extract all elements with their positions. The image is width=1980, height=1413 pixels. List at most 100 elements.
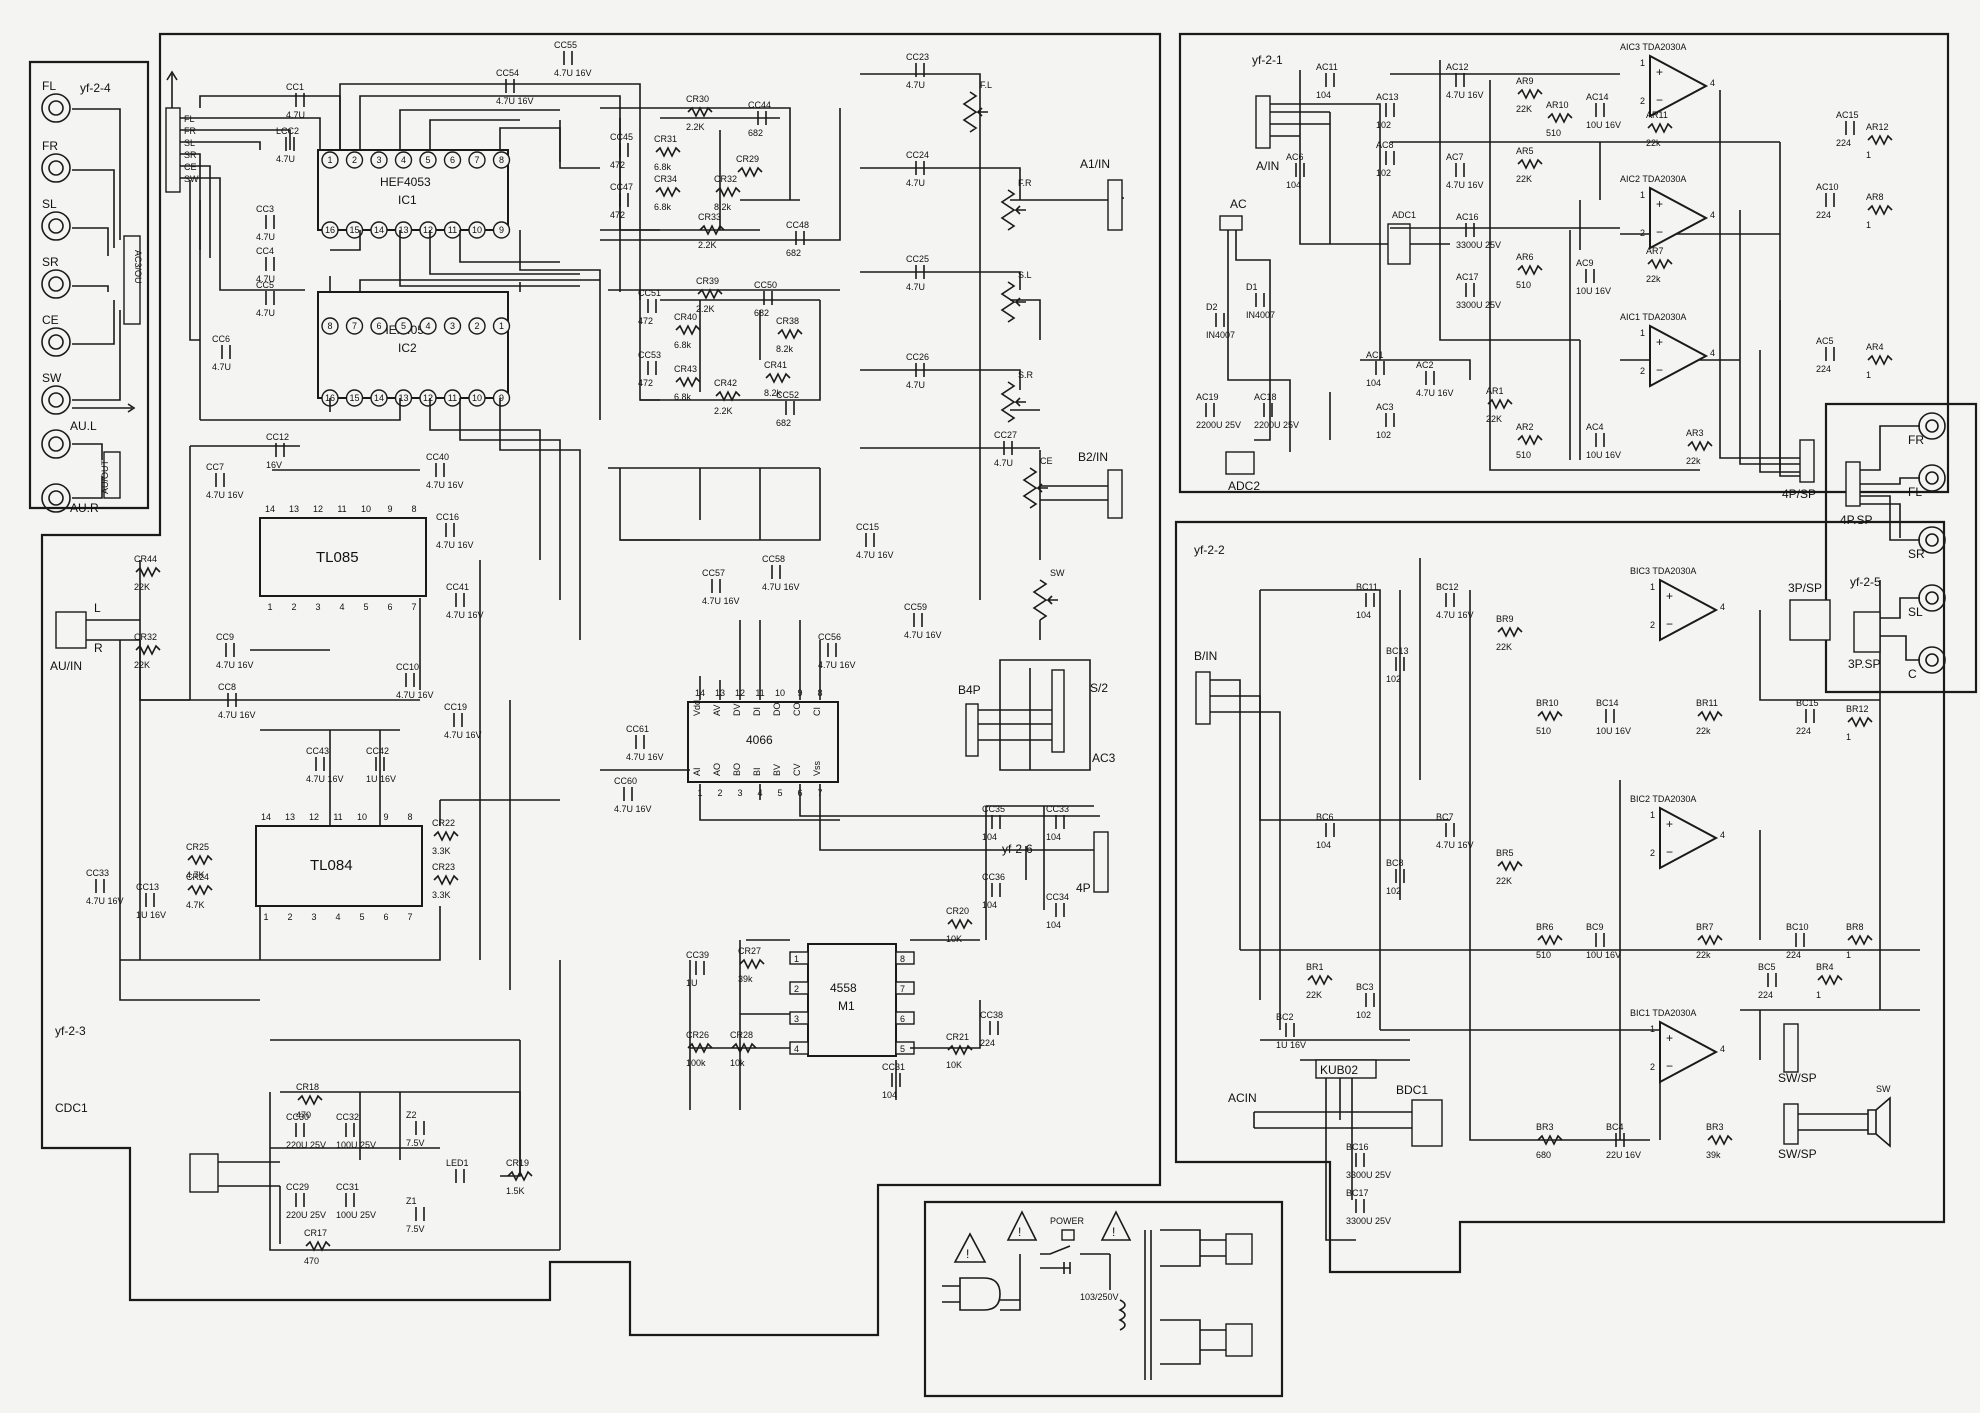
part-value: 104 <box>1046 920 1061 930</box>
ic-pin-number: 5 <box>363 602 368 612</box>
part-value: 510 <box>1536 726 1551 736</box>
part-ref: CC35 <box>982 804 1005 814</box>
jack-label: FL <box>1908 485 1922 499</box>
ic-pin <box>345 317 364 335</box>
part-ref: CC32 <box>336 1112 359 1122</box>
part-value: 4.7U 16V <box>496 96 534 106</box>
ic-pin-number: 8 <box>327 321 332 331</box>
capacitor-icon <box>757 111 767 125</box>
ic-pin-number: 7 <box>900 984 905 994</box>
resistor-icon <box>947 1044 973 1056</box>
rca-jack-inner-icon <box>48 218 64 234</box>
label-4p-sp: 4P/SP <box>1782 487 1816 501</box>
capacitor-icon <box>563 51 573 65</box>
filter-cluster-c <box>608 467 821 541</box>
connector-kub02 <box>1315 1059 1377 1079</box>
jack-label: SR <box>42 255 59 269</box>
ic-interconnect <box>200 83 641 640</box>
connector-4p-sp-jack <box>1845 461 1861 507</box>
part-value: 4.7U 16V <box>218 710 256 720</box>
ic-pin-number: 4 <box>401 155 406 165</box>
part-value: 22U 16V <box>1606 1150 1641 1160</box>
power-switch[interactable] <box>1061 1229 1075 1241</box>
ic-pin-number: 10 <box>775 688 785 698</box>
label-b2-in: B2/IN <box>1078 450 1108 464</box>
part-value: 224 <box>1758 990 1773 1000</box>
ic-pin <box>895 1011 915 1025</box>
amp-pin-number: 4 <box>1720 1044 1725 1054</box>
capacitor-icon <box>445 523 455 537</box>
part-ref: CC4 <box>256 246 274 256</box>
part-value: 10K <box>946 1060 962 1070</box>
amp-pin-number: 4 <box>1710 78 1715 88</box>
ic-pin-number: 4 <box>339 602 344 612</box>
ic-pin-name: AV <box>712 705 722 716</box>
part-ref: CC7 <box>206 462 224 472</box>
part-ref: AC8 <box>1376 140 1394 150</box>
part-ref: CC58 <box>762 554 785 564</box>
part-value: 472 <box>610 210 625 220</box>
part-value: 22k <box>1696 726 1711 736</box>
resistor-icon <box>507 1170 533 1182</box>
ic-pin-name: DI <box>752 707 762 716</box>
potentiometer-icon <box>1032 579 1048 621</box>
switch-connectors: B4P S/2 AC3 <box>958 659 1116 771</box>
ic-pin <box>492 221 511 239</box>
ic-pin-number: 11 <box>333 812 342 822</box>
ic-pin-number: 9 <box>499 225 504 235</box>
rca-jack-inner-icon <box>1925 471 1939 485</box>
amp-pin-number: 2 <box>1650 620 1655 630</box>
part-value: 4.7U <box>276 154 295 164</box>
jack-label: CE <box>42 313 59 327</box>
capacitor-icon <box>1355 1199 1365 1213</box>
part-value: 4.7U 16V <box>426 480 464 490</box>
ic-pin-number: 2 <box>717 788 722 798</box>
label-au-in: AU/IN <box>50 659 82 673</box>
jack-label: SR <box>1908 547 1925 561</box>
part-ref: CC31 <box>882 1062 905 1072</box>
part-ref: CR40 <box>674 312 697 322</box>
amp-plus-sign: + <box>1666 589 1673 603</box>
ic-pin-number: 1 <box>267 602 272 612</box>
ic-pin-name: DO <box>772 703 782 717</box>
part-ref: BC2 <box>1276 1012 1294 1022</box>
capacitor-icon <box>1215 313 1225 327</box>
part-value: 4.7U 16V <box>554 68 592 78</box>
capacitor-icon <box>1263 403 1273 417</box>
jack-label: FL <box>42 79 56 93</box>
part-value: 102 <box>1386 674 1401 684</box>
part-value: 2.2K <box>696 304 715 314</box>
part-ref: AC3 <box>1376 402 1394 412</box>
ic-pin-number: 1 <box>794 954 799 964</box>
ic-pin-name: CI <box>812 707 822 716</box>
capacitor-icon <box>647 361 657 375</box>
capacitor-icon <box>1585 269 1595 283</box>
part-value: 6.8k <box>674 340 692 350</box>
part-ref: CR30 <box>686 94 709 104</box>
part-ref: AC4 <box>1586 422 1604 432</box>
part-value: 22K <box>134 660 150 670</box>
rca-jack-icon <box>41 429 71 459</box>
warning-icon: ! <box>1100 1210 1132 1241</box>
jack-label: SW <box>42 371 62 385</box>
jack-label: AU.R <box>70 501 99 515</box>
part-value: 4.7U 16V <box>818 660 856 670</box>
ic-pin <box>443 151 462 169</box>
part-ref: CC15 <box>856 522 879 532</box>
part-value: 1 <box>1866 220 1871 230</box>
warning-glyph-1: ! <box>966 1247 969 1261</box>
part-value: 102 <box>1386 886 1401 896</box>
board-label-main: yf-2-3 <box>55 1024 86 1038</box>
part-ref: CR21 <box>946 1032 969 1042</box>
part-value: IN4007 <box>1206 330 1235 340</box>
part-value: 682 <box>786 248 801 258</box>
part-ref: CC39 <box>686 950 709 960</box>
power-supply <box>189 960 561 1251</box>
ic-pin-name: BI <box>752 767 762 776</box>
part-ref: BC17 <box>1346 1188 1369 1198</box>
capacitor-icon <box>827 643 837 657</box>
part-ref: AR2 <box>1516 422 1534 432</box>
ic-pin-number: 1 <box>499 321 504 331</box>
